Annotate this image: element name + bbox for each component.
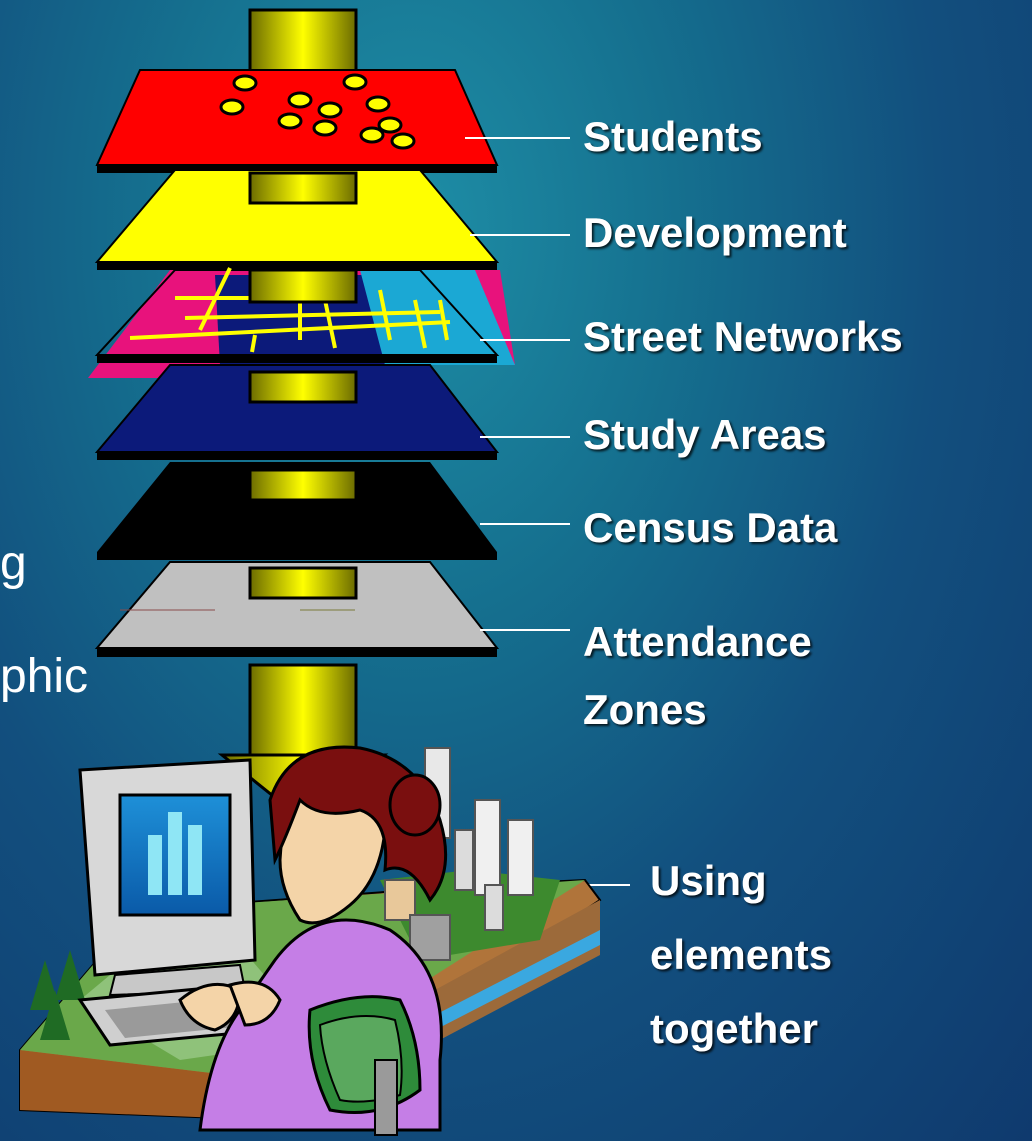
tower-3 — [507, 819, 534, 896]
arrow-shaft-3 — [248, 268, 358, 304]
partial-text-1: g — [0, 537, 27, 590]
label-census-data: Census Data — [583, 504, 838, 551]
label-result: Using elements together — [650, 857, 833, 1052]
trees — [30, 950, 85, 1040]
label-study-areas: Study Areas — [583, 411, 827, 458]
label-street-networks: Street Networks — [583, 313, 903, 360]
arrow-shaft-1 — [248, 171, 358, 205]
layer-census-data — [97, 462, 497, 560]
label-development: Development — [583, 209, 847, 256]
student-dots — [219, 73, 416, 150]
label-attendance-zones: Attendance Zones — [583, 618, 812, 733]
building-1 — [384, 879, 416, 921]
arrow-shaft-5 — [248, 468, 358, 502]
computer — [77, 758, 273, 1047]
person — [178, 745, 448, 1136]
leader-lines — [465, 137, 630, 886]
arrow-shaft-top — [248, 8, 358, 82]
layer-attendance-zones — [94, 561, 500, 657]
layer-students — [95, 69, 499, 173]
screen-bars — [148, 812, 202, 895]
label-students: Students — [583, 113, 763, 160]
tower-5 — [484, 884, 504, 931]
tower-2 — [474, 799, 501, 896]
arrow-shaft-4 — [248, 370, 358, 404]
arrow-shaft-6 — [248, 566, 358, 600]
layer-development — [94, 169, 500, 270]
tower-4 — [454, 829, 474, 891]
partial-text-2: phic — [0, 650, 89, 703]
layer-study-areas — [94, 364, 500, 460]
